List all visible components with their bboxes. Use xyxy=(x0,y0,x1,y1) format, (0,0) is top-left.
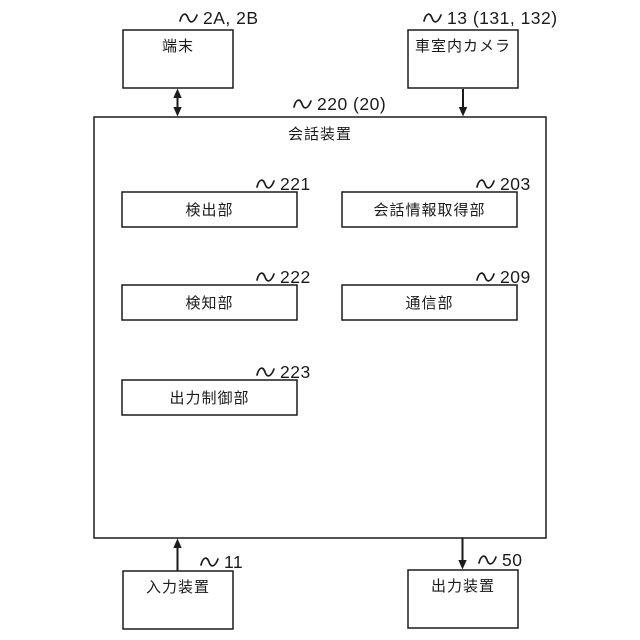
output-control-ref: 223 xyxy=(280,362,311,382)
output-device-block: 出力装置 50 xyxy=(407,550,522,629)
sensing-label: 検知部 xyxy=(185,295,233,312)
reference-leader-squiggle xyxy=(476,272,495,282)
camera-label: 車室内カメラ xyxy=(415,38,511,55)
output-device-ref: 50 xyxy=(502,550,522,570)
communication-ref: 209 xyxy=(500,267,531,287)
camera-ref: 13 (131, 132) xyxy=(447,8,558,28)
sensing-box xyxy=(121,284,298,321)
terminal-box xyxy=(122,29,234,89)
arrow-conversation-device-output-device xyxy=(458,538,467,570)
reference-leader-squiggle xyxy=(179,13,198,23)
output-control-block: 出力制御部 223 xyxy=(121,362,311,416)
arrow-terminal-conversation-device xyxy=(173,88,182,117)
terminal-label: 端末 xyxy=(162,38,194,55)
detection-block: 検出部 221 xyxy=(121,174,311,228)
input-device-box xyxy=(122,570,234,630)
detection-ref: 221 xyxy=(280,174,311,194)
terminal-block: 端末 2A, 2B xyxy=(122,8,259,89)
arrow-camera-conversation-device xyxy=(458,89,468,117)
reference-leader-squiggle xyxy=(256,272,275,282)
conversation-device-box xyxy=(93,116,547,539)
camera-box xyxy=(407,29,519,89)
terminal-ref: 2A, 2B xyxy=(203,8,259,28)
output-device-box xyxy=(407,569,519,629)
arrowhead-down xyxy=(458,560,467,570)
output-control-label: 出力制御部 xyxy=(169,390,249,407)
arrowhead-up xyxy=(173,88,182,98)
reference-leader-squiggle xyxy=(478,555,497,565)
reference-leader-squiggle xyxy=(423,13,442,23)
input-device-ref: 11 xyxy=(224,552,243,572)
communication-label: 通信部 xyxy=(405,295,453,312)
reference-leader-squiggle xyxy=(476,179,495,189)
arrowhead-down xyxy=(173,107,182,117)
camera-block: 車室内カメラ 13 (131, 132) xyxy=(407,8,558,89)
communication-box xyxy=(341,284,518,321)
communication-block: 通信部 209 xyxy=(341,267,531,321)
arrow-input-device-conversation-device xyxy=(173,538,182,571)
sensing-ref: 222 xyxy=(280,267,311,287)
reference-leader-squiggle xyxy=(256,179,275,189)
output-device-label: 出力装置 xyxy=(431,578,495,595)
reference-leader-squiggle xyxy=(200,557,219,567)
detection-label: 検出部 xyxy=(185,202,233,219)
reference-leader-squiggle xyxy=(256,367,275,377)
arrowhead-down xyxy=(458,107,468,117)
reference-leader-squiggle xyxy=(293,99,312,109)
conversation-info-acquisition-block: 会話情報取得部 203 xyxy=(341,174,531,228)
conversation-info-acquisition-label: 会話情報取得部 xyxy=(373,202,485,219)
input-device-label: 入力装置 xyxy=(146,579,210,596)
arrowhead-up xyxy=(173,538,182,548)
conversation-device-label: 会話装置 xyxy=(288,126,352,143)
conversation-info-acquisition-box xyxy=(341,191,518,228)
output-control-box xyxy=(121,379,298,416)
conversation-device-block: 会話装置 220 (20) xyxy=(93,94,547,539)
conversation-device-ref: 220 (20) xyxy=(317,94,386,114)
detection-box xyxy=(121,191,298,228)
sensing-block: 検知部 222 xyxy=(121,267,311,321)
conversation-info-acquisition-ref: 203 xyxy=(500,174,531,194)
input-device-block: 入力装置 11 xyxy=(122,552,243,630)
